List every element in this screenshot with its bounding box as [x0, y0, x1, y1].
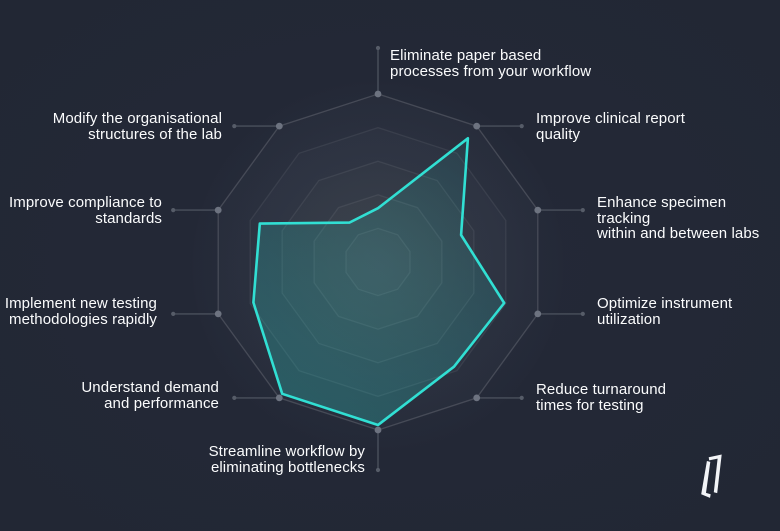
axis-end-dot: [232, 124, 237, 129]
axis-vertex-dot: [473, 122, 481, 130]
axis-vertex-dot: [374, 426, 382, 434]
axis-label-improve-compliance: Improve compliance to standards: [8, 194, 162, 227]
axis-label-improve-clinical-report: Improve clinical report quality: [536, 110, 686, 143]
axis-vertex-dot: [214, 206, 222, 214]
brand-logo-top-right-stroke: [708, 454, 722, 494]
axis-label-understand-demand: Understand demand and performance: [81, 379, 219, 412]
axis-vertex-dot: [534, 206, 542, 214]
axis-vertex-dot: [275, 122, 283, 130]
axis-vertex-dot: [214, 310, 222, 318]
axis-label-streamline-workflow: Streamline workflow by eliminating bottl…: [208, 443, 365, 476]
axis-label-reduce-turnaround: Reduce turnaround times for testing: [536, 381, 667, 414]
axis-end-dot: [580, 311, 585, 316]
axis-end-dot: [519, 395, 524, 400]
axis-end-dot: [375, 467, 381, 473]
brand-logo-bottom-left-stroke: [701, 461, 711, 498]
axis-label-modify-organisational: Modify the organisational structures of …: [52, 110, 222, 143]
axis-vertex-dot: [374, 90, 382, 98]
data-polygon: [252, 137, 506, 427]
brand-logo-icon: [701, 454, 722, 498]
axis-label-optimize-instrument: Optimize instrument utilization: [597, 295, 733, 328]
axis-end-dot: [580, 208, 585, 213]
axis-label-implement-new-testing: Implement new testing methodologies rapi…: [4, 295, 157, 328]
axis-vertex-dot: [473, 394, 481, 402]
axis-label-enhance-specimen-tracking: Enhance specimen tracking within and bet…: [597, 194, 760, 242]
axis-end-dot: [519, 124, 524, 129]
axis-end-dot: [171, 311, 176, 316]
axis-vertex-dot: [275, 394, 283, 402]
axis-end-dot: [171, 208, 176, 213]
axis-label-eliminate-paper-processes: Eliminate paper based processes from you…: [390, 47, 592, 80]
axis-vertex-dot: [534, 310, 542, 318]
axis-end-dot: [375, 45, 381, 51]
axis-end-dot: [232, 395, 237, 400]
